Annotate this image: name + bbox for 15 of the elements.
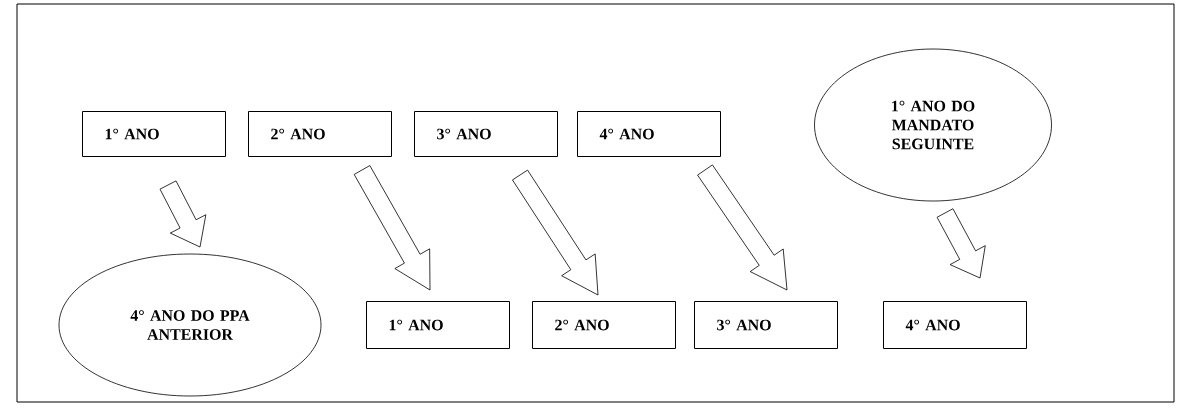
block-arrow (697, 164, 788, 291)
year-box: 2° ANO (248, 111, 392, 157)
block-arrow (353, 165, 431, 291)
year-box: 1° ANO (366, 301, 510, 349)
year-box: 3° ANO (414, 111, 558, 157)
ellipse-node: 4° ANO DO PPA ANTERIOR (58, 253, 322, 397)
year-box: 2° ANO (532, 301, 676, 349)
year-box: 3° ANO (694, 301, 838, 349)
block-arrow (936, 208, 986, 279)
year-box: 4° ANO (883, 301, 1027, 349)
ellipse-node: 1° ANO DO MANDATO SEGUINTE (814, 48, 1052, 202)
year-box: 4° ANO (577, 111, 721, 157)
block-arrow (512, 169, 599, 296)
year-box: 1° ANO (82, 111, 226, 157)
block-arrow (159, 180, 207, 248)
